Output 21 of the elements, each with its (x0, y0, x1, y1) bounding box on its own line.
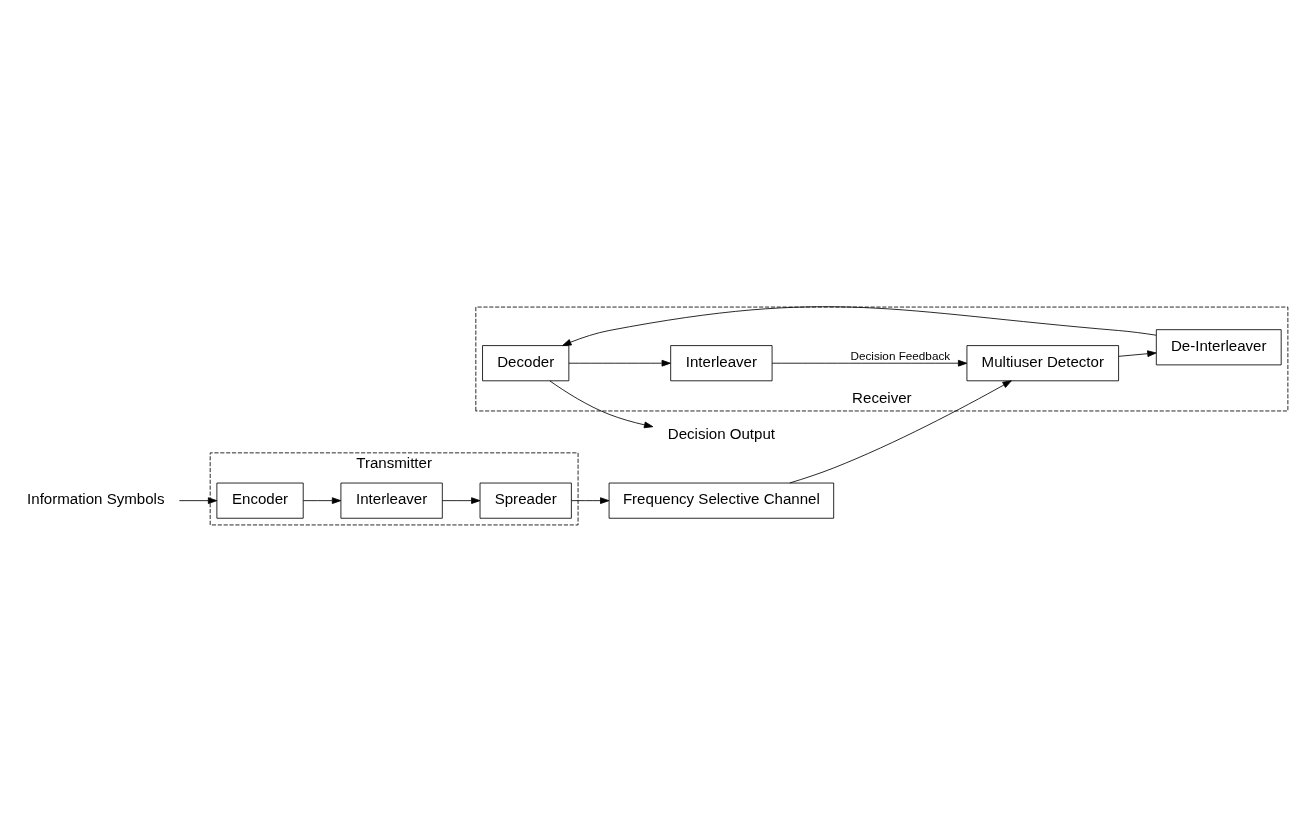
node-text: Decision Output (667, 424, 776, 442)
node-box: Encoder (216, 482, 304, 519)
node-box: Spreader (479, 482, 572, 519)
arrow (571, 496, 610, 504)
arrow (178, 496, 218, 504)
node-box: Multiuser Detector (966, 344, 1120, 381)
arrow (442, 496, 481, 504)
arrow (1118, 349, 1157, 357)
arrow (549, 379, 654, 428)
node-box: Interleaver (340, 482, 443, 519)
node-box: Frequency Selective Channel (608, 482, 835, 519)
node-box: Decoder (482, 344, 570, 381)
arrow (562, 305, 1157, 346)
arrow (771, 359, 968, 367)
node-text: Information Symbols (27, 489, 165, 507)
arrow (568, 359, 671, 367)
node-box: Interleaver (670, 344, 773, 381)
edge-label: Decision Feedback (850, 348, 951, 362)
arrow (303, 496, 342, 504)
arrow (789, 379, 1012, 483)
node-box: De-Interleaver (1155, 328, 1282, 365)
